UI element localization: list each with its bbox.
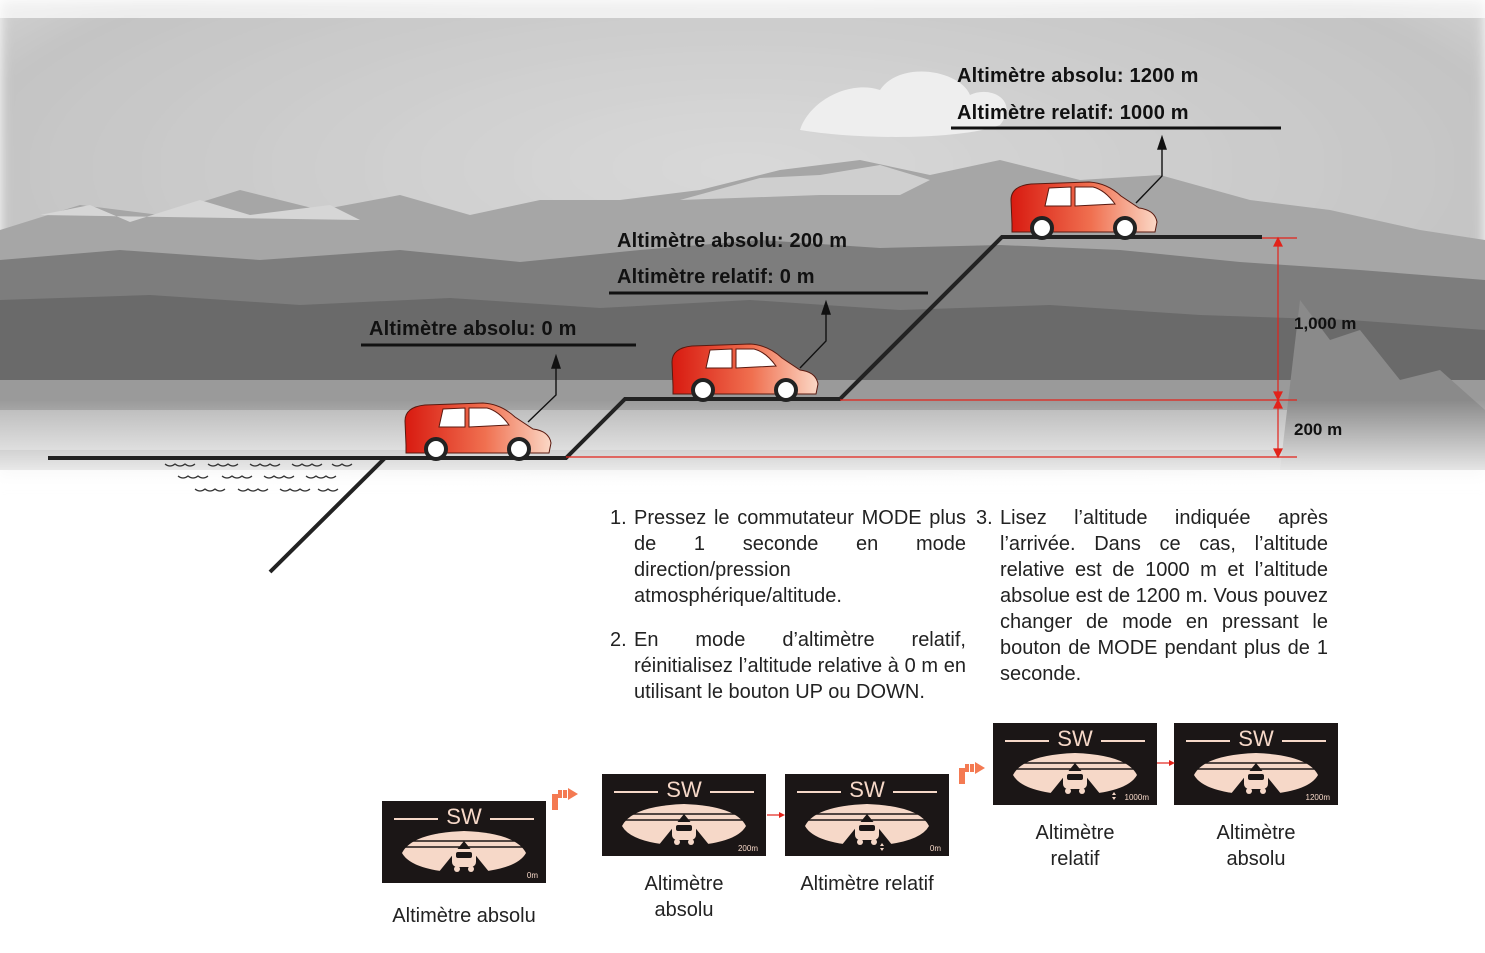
altitude-value: 0m xyxy=(929,844,941,853)
water-waves-icon xyxy=(164,463,353,492)
step-text: Pressez le commutateur MODE plus de 1 se… xyxy=(634,507,966,607)
pointer-lines xyxy=(527,134,1167,423)
label-stage3-relative: Altimètre relatif: 1000 m xyxy=(957,102,1189,124)
relative-mode-icon xyxy=(1112,792,1116,800)
display-graphic xyxy=(394,818,534,873)
display-relative-0m: SW 0m xyxy=(785,774,949,856)
step-number: 1. xyxy=(610,507,627,529)
altitude-value: 1000m xyxy=(1124,793,1149,802)
altitude-value: 0m xyxy=(526,871,538,880)
step-text: En mode d’altimètre relatif, réinitialis… xyxy=(634,629,966,703)
caption-display-4: Altimètre relatif xyxy=(1035,822,1115,870)
label-stage2-relative: Altimètre relatif: 0 m xyxy=(617,266,815,288)
step-3: 3. Lisez l’altitude indiquée après l’arr… xyxy=(976,505,1328,687)
display-graphic xyxy=(614,791,754,846)
display-graphic xyxy=(1005,740,1145,800)
compass-heading: SW xyxy=(446,804,482,829)
display-relative-1000m: SW 1000m xyxy=(993,723,1157,805)
caption-display-5: Altimètre absolu xyxy=(1216,822,1296,870)
dimension-lower-label: 200 m xyxy=(1294,420,1343,439)
step-text: Lisez l’altitude indiquée après l’arrivé… xyxy=(1000,507,1329,685)
altitude-value: 200m xyxy=(737,844,758,853)
compass-heading: SW xyxy=(666,777,702,802)
label-stage1-absolute: Altimètre absolu: 0 m xyxy=(369,318,577,340)
flow-arrow-icon xyxy=(552,788,578,810)
label-underlines xyxy=(361,126,1281,347)
step-2: 2. En mode d’altimètre relatif, réinitia… xyxy=(610,627,966,705)
display-absolute-200m: SW 200m xyxy=(602,774,766,856)
step-number: 3. xyxy=(976,507,993,529)
label-stage3-absolute: Altimètre absolu: 1200 m xyxy=(957,65,1199,87)
altitude-dimension-lines xyxy=(566,236,1297,459)
flow-arrow-icon xyxy=(1157,760,1175,766)
caption-display-2: Altimètre absolu xyxy=(644,873,724,921)
display-absolute-1200m: SW 1200m xyxy=(1174,723,1338,805)
compass-heading: SW xyxy=(1238,726,1274,751)
compass-heading: SW xyxy=(849,777,885,802)
altitude-value: 1200m xyxy=(1305,793,1330,802)
step-number: 2. xyxy=(610,629,627,651)
compass-heading: SW xyxy=(1057,726,1093,751)
display-absolute-0m: SW 0m xyxy=(382,801,546,883)
relative-mode-icon xyxy=(880,843,884,851)
step-1: 1. Pressez le commutateur MODE plus de 1… xyxy=(610,505,966,609)
altitude-scene xyxy=(0,0,1485,574)
display-graphic xyxy=(797,791,937,851)
terrain-profile xyxy=(48,235,1262,574)
display-graphic xyxy=(1186,740,1326,795)
dimension-upper-label: 1,000 m xyxy=(1294,314,1357,333)
car-icon xyxy=(404,402,552,461)
caption-display-1: Altimètre absolu xyxy=(392,905,536,927)
label-stage2-absolute: Altimètre absolu: 200 m xyxy=(617,230,848,252)
flow-arrow-icon xyxy=(959,762,985,784)
flow-arrow-icon xyxy=(767,812,785,818)
caption-display-3: Altimètre relatif xyxy=(800,873,934,895)
